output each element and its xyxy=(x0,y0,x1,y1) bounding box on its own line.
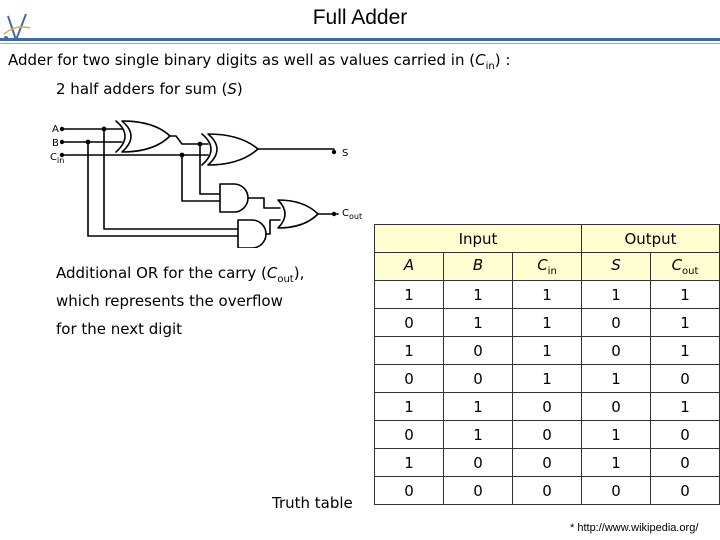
terminal-cin xyxy=(59,152,65,158)
terminal-a xyxy=(59,126,65,132)
wire-and2-out xyxy=(265,219,281,235)
table-cell: 1 xyxy=(443,392,513,421)
table-cell: 0 xyxy=(512,420,582,449)
half-adders-text: 2 half adders for sum (S) xyxy=(56,80,243,98)
table-cell: 1 xyxy=(443,280,513,309)
junction-b xyxy=(85,139,91,145)
table-cell: 1 xyxy=(443,308,513,337)
column-header: S xyxy=(581,252,651,281)
table-cell: 1 xyxy=(512,308,582,337)
table-cell: 0 xyxy=(374,364,444,393)
table-cell: 0 xyxy=(650,364,720,393)
xor-gate-1-back xyxy=(115,120,126,153)
table-cell: 1 xyxy=(512,280,582,309)
table-cell: 0 xyxy=(512,448,582,477)
table-cell: 1 xyxy=(374,448,444,477)
wire-a-branch xyxy=(103,128,239,230)
table-cell: 1 xyxy=(650,308,720,337)
header-rule xyxy=(0,38,720,41)
intro-text: Adder for two single binary digits as we… xyxy=(8,51,511,72)
xor-gate-2-back xyxy=(201,133,212,166)
and-gate-2 xyxy=(237,219,267,248)
column-header: Cout xyxy=(650,252,720,281)
table-cell: 0 xyxy=(650,476,720,505)
terminal-s xyxy=(331,149,337,155)
source-credit: * http://www.wikipedia.org/ xyxy=(570,522,699,534)
or-gate xyxy=(277,199,319,229)
column-header: Cin xyxy=(512,252,582,281)
carry-text-line3: for the next digit xyxy=(56,320,183,338)
table-cell: 1 xyxy=(581,420,651,449)
circuit-label-a: A xyxy=(52,124,59,135)
circuit-label-b: B xyxy=(52,138,59,149)
table-cell: 0 xyxy=(650,448,720,477)
wire-xor1-branch xyxy=(199,143,221,195)
and-gate-1 xyxy=(219,183,249,213)
junction-cin xyxy=(179,152,185,158)
circuit-label-s: S xyxy=(342,148,348,159)
table-cell: 0 xyxy=(581,392,651,421)
wire-cin-branch xyxy=(181,154,221,202)
carry-text-line1: Additional OR for the carry (Cout), xyxy=(56,264,305,285)
column-header: B xyxy=(443,252,513,281)
table-cell: 1 xyxy=(581,364,651,393)
table-cell: 0 xyxy=(443,448,513,477)
table-cell: 0 xyxy=(581,476,651,505)
full-adder-circuit: A B Cin S Cout xyxy=(50,120,362,248)
input-group-header: Input xyxy=(374,224,582,253)
table-cell: 1 xyxy=(650,336,720,365)
wire-and1-out xyxy=(247,197,281,209)
table-cell: 1 xyxy=(374,280,444,309)
table-cell: 0 xyxy=(374,476,444,505)
table-cell: 1 xyxy=(512,364,582,393)
table-cell: 1 xyxy=(374,336,444,365)
xor-gate-2 xyxy=(207,133,259,166)
column-header: A xyxy=(374,252,444,281)
circuit-label-cin: Cin xyxy=(50,152,64,165)
table-cell: 0 xyxy=(650,420,720,449)
table-cell: 1 xyxy=(512,336,582,365)
circuit-label-cout: Cout xyxy=(342,208,362,221)
xor-gate-1 xyxy=(121,120,171,153)
table-cell: 0 xyxy=(443,476,513,505)
header-rule-thin xyxy=(0,43,720,44)
table-cell: 1 xyxy=(650,392,720,421)
carry-text-line2: which represents the overflow xyxy=(56,292,283,310)
junction-xor1 xyxy=(197,141,203,147)
table-cell: 0 xyxy=(443,336,513,365)
truth-table-label: Truth table xyxy=(272,494,353,512)
table-cell: 0 xyxy=(443,364,513,393)
table-cell: 0 xyxy=(581,308,651,337)
table-cell: 1 xyxy=(443,420,513,449)
table-cell: 1 xyxy=(581,448,651,477)
table-cell: 0 xyxy=(374,420,444,449)
table-cell: 0 xyxy=(512,476,582,505)
slide-title: Full Adder xyxy=(312,6,408,29)
table-cell: 0 xyxy=(374,308,444,337)
terminal-cout xyxy=(331,211,337,217)
wire-xor1-out xyxy=(169,135,209,145)
table-cell: 1 xyxy=(650,280,720,309)
table-cell: 1 xyxy=(374,392,444,421)
junction-a xyxy=(101,126,107,132)
table-cell: 0 xyxy=(512,392,582,421)
table-cell: 0 xyxy=(581,336,651,365)
table-cell: 1 xyxy=(581,280,651,309)
output-group-header: Output xyxy=(581,224,720,253)
wire-b-branch xyxy=(87,141,239,237)
terminal-b xyxy=(59,139,65,145)
